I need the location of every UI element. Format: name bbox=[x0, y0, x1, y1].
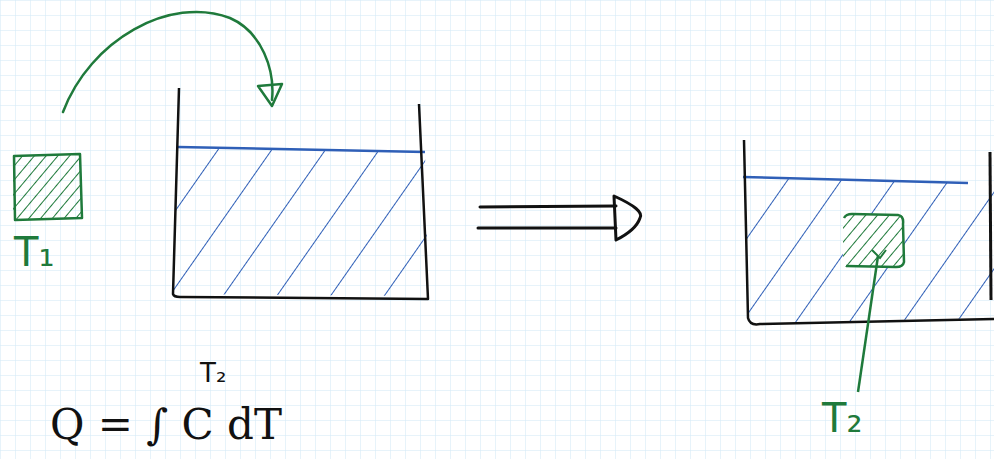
water-beaker bbox=[170, 88, 432, 300]
temperature-label: T₁ bbox=[14, 232, 54, 272]
temperature-callout: T₂ bbox=[822, 398, 862, 438]
integral-limit: T₂ bbox=[200, 360, 226, 386]
transfer-arrow bbox=[63, 12, 282, 112]
heat-formula: Q = ∫ C dT bbox=[50, 404, 282, 446]
hot-block bbox=[13, 154, 82, 220]
implies-arrow bbox=[478, 196, 641, 240]
mixed-beaker bbox=[740, 140, 994, 392]
leader-line bbox=[858, 256, 878, 392]
